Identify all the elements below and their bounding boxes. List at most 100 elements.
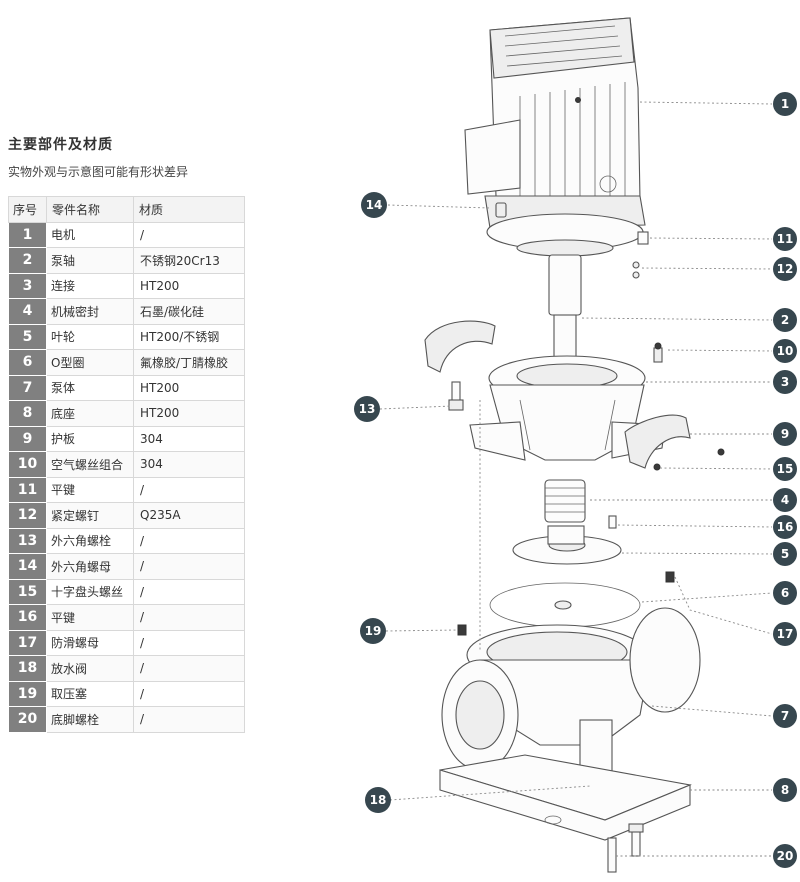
row-no: 15 [8, 578, 47, 605]
callout-6: 6 [773, 581, 797, 605]
callout-8: 8 [773, 778, 797, 802]
svg-text:12: 12 [777, 262, 794, 276]
row-name: 平键 [46, 604, 134, 631]
callout-15: 15 [773, 457, 797, 481]
row-name: 泵轴 [46, 247, 134, 274]
header-no: 序号 [8, 196, 47, 223]
row-material: / [133, 706, 245, 733]
nut-part-17 [665, 571, 675, 583]
row-material: 304 [133, 451, 245, 478]
page-title: 主要部件及材质 [8, 137, 113, 153]
row-material: / [133, 221, 245, 248]
screw-part-15b [717, 448, 725, 456]
callout-1: 1 [773, 92, 797, 116]
row-material: 不锈钢20Cr13 [133, 247, 245, 274]
row-no: 4 [8, 298, 47, 325]
air-screw-part-10 [653, 342, 663, 363]
key-part-16 [608, 515, 617, 529]
row-no: 1 [8, 221, 47, 248]
o-ring-center [554, 600, 572, 610]
row-material: HT200/不锈钢 [133, 323, 245, 350]
mech-seal-part-4 [544, 479, 586, 523]
row-no: 10 [8, 451, 47, 478]
row-no: 14 [8, 553, 47, 580]
callout-2: 2 [773, 308, 797, 332]
svg-text:13: 13 [359, 402, 376, 416]
row-material: Q235A [133, 502, 245, 529]
svg-text:11: 11 [777, 232, 794, 246]
header-name: 零件名称 [46, 196, 134, 223]
callout-14: 14 [361, 192, 387, 218]
row-material: / [133, 680, 245, 707]
svg-text:5: 5 [781, 547, 789, 561]
svg-text:8: 8 [781, 783, 789, 797]
svg-text:19: 19 [365, 624, 382, 638]
row-no: 16 [8, 604, 47, 631]
row-name: 十字盘头螺丝 [46, 578, 134, 605]
callout-12: 12 [773, 257, 797, 281]
callout-11: 11 [773, 227, 797, 251]
row-material: / [133, 604, 245, 631]
svg-text:20: 20 [777, 849, 794, 863]
callout-4: 4 [773, 488, 797, 512]
callout-17: 17 [773, 622, 797, 646]
row-name: 放水阀 [46, 655, 134, 682]
svg-text:9: 9 [781, 427, 789, 441]
svg-text:18: 18 [370, 793, 387, 807]
plug-part-19 [457, 624, 467, 636]
row-material: / [133, 629, 245, 656]
callout-16: 16 [773, 515, 797, 539]
svg-text:6: 6 [781, 586, 789, 600]
row-no: 8 [8, 400, 47, 427]
row-material: HT200 [133, 400, 245, 427]
svg-text:10: 10 [777, 344, 794, 358]
impeller-part-5 [512, 525, 622, 565]
row-no: 9 [8, 425, 47, 452]
row-name: 外六角螺母 [46, 553, 134, 580]
row-material: / [133, 578, 245, 605]
row-material: / [133, 476, 245, 503]
row-name: 平键 [46, 476, 134, 503]
row-no: 17 [8, 629, 47, 656]
guard-plate-left [424, 320, 496, 373]
row-name: 底座 [46, 400, 134, 427]
svg-text:17: 17 [777, 627, 794, 641]
callout-10: 10 [773, 339, 797, 363]
callout-3: 3 [773, 370, 797, 394]
bolt-part-13 [448, 381, 464, 411]
svg-text:1: 1 [781, 97, 789, 111]
row-name: 叶轮 [46, 323, 134, 350]
callout-20: 20 [773, 844, 797, 868]
base-part-8 [439, 754, 692, 841]
leader-lines [379, 101, 773, 857]
row-name: 防滑螺母 [46, 629, 134, 656]
guard-plate-right [624, 414, 691, 469]
header-material: 材质 [133, 196, 245, 223]
row-material: HT200 [133, 374, 245, 401]
svg-text:4: 4 [781, 493, 789, 507]
row-no: 5 [8, 323, 47, 350]
svg-text:7: 7 [781, 709, 789, 723]
row-material: 304 [133, 425, 245, 452]
row-material: HT200 [133, 272, 245, 299]
row-no: 2 [8, 247, 47, 274]
svg-text:3: 3 [781, 375, 789, 389]
page-subtitle: 实物外观与示意图可能有形状差异 [8, 165, 189, 179]
callout-19: 19 [360, 618, 386, 644]
row-name: 取压塞 [46, 680, 134, 707]
row-no: 19 [8, 680, 47, 707]
